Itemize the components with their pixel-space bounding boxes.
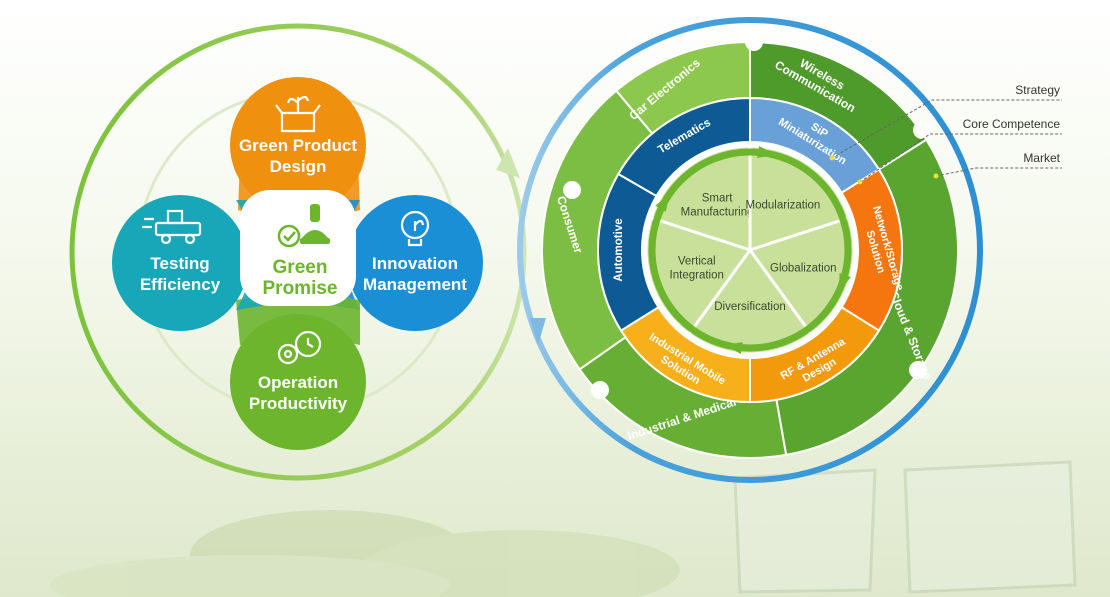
callout-2: Market: [933, 151, 1062, 179]
strategy-cycle-arrows: [648, 146, 852, 354]
operation-productivity-label-line2: Productivity: [249, 394, 348, 413]
strategy-label-text: Modularization: [746, 200, 821, 212]
competence-segment: [616, 96, 751, 198]
testing-efficiency-label-line1: Testing: [150, 254, 209, 273]
strategy-label-line1: Smart: [702, 193, 733, 205]
callout-label: Strategy: [1015, 83, 1060, 97]
green-promise-center: Green Promise: [240, 190, 356, 306]
puzzle-notch: [563, 181, 581, 199]
outer-ring-right: [517, 17, 983, 483]
background-scenery: [50, 460, 1077, 597]
solar-panel-icon: [733, 460, 1077, 594]
center-line1: Green: [273, 257, 328, 278]
innovation-management-label-line1: Innovation: [372, 254, 458, 273]
strategy-label-text: Diversification: [714, 301, 786, 313]
strategy-segment: [686, 247, 814, 356]
box-sprout-icon: [275, 95, 321, 133]
ring-arrowhead-left: [496, 148, 520, 178]
operation-productivity-label-line1: Operation: [258, 373, 338, 392]
strategy-label-text: Globalization: [770, 262, 836, 274]
testing-efficiency-label-line2: Efficiency: [140, 275, 221, 294]
strategy-label-line2: Integration: [670, 269, 724, 281]
callout-1: Core Competence: [857, 117, 1062, 185]
conveyor-cart-icon: [142, 209, 202, 245]
puzzle-notch: [909, 361, 927, 379]
stamp-check-icon: [277, 204, 330, 248]
outer-ring-left: [69, 23, 527, 481]
green-product-design-label-line2: Design: [270, 157, 327, 176]
puzzle-notch: [591, 381, 609, 399]
competence-label: Automotive: [613, 218, 625, 281]
ring-arrowhead-right: [530, 318, 546, 345]
strategy-label-line1: Vertical: [678, 255, 716, 267]
gears-clock-icon: [277, 330, 322, 365]
innovation-management-label-line2: Management: [363, 275, 467, 294]
lightbulb-leaf-icon: [400, 210, 430, 247]
puzzle-notch: [913, 121, 931, 139]
innovation-management-circle: [347, 195, 483, 331]
testing-efficiency-circle: [112, 195, 248, 331]
center-line2: Promise: [263, 278, 338, 299]
strategy-segment: [649, 144, 752, 253]
green-product-design-circle: [230, 77, 366, 213]
callout-0: Strategy: [829, 83, 1062, 161]
callout-label: Market: [1023, 151, 1060, 165]
competence-label-text: Automotive: [613, 218, 625, 281]
operation-productivity-circle: [230, 314, 366, 450]
strategy-label-line2: Manufacturing: [681, 207, 754, 219]
strategy-segment: [748, 144, 851, 253]
green-product-design-label-line1: Green Product: [239, 136, 357, 155]
green-promise-diagram: Green ProductDesignInnovationManagementO…: [69, 23, 527, 481]
callout-label: Core Competence: [963, 117, 1061, 131]
puzzle-notch: [745, 33, 763, 51]
